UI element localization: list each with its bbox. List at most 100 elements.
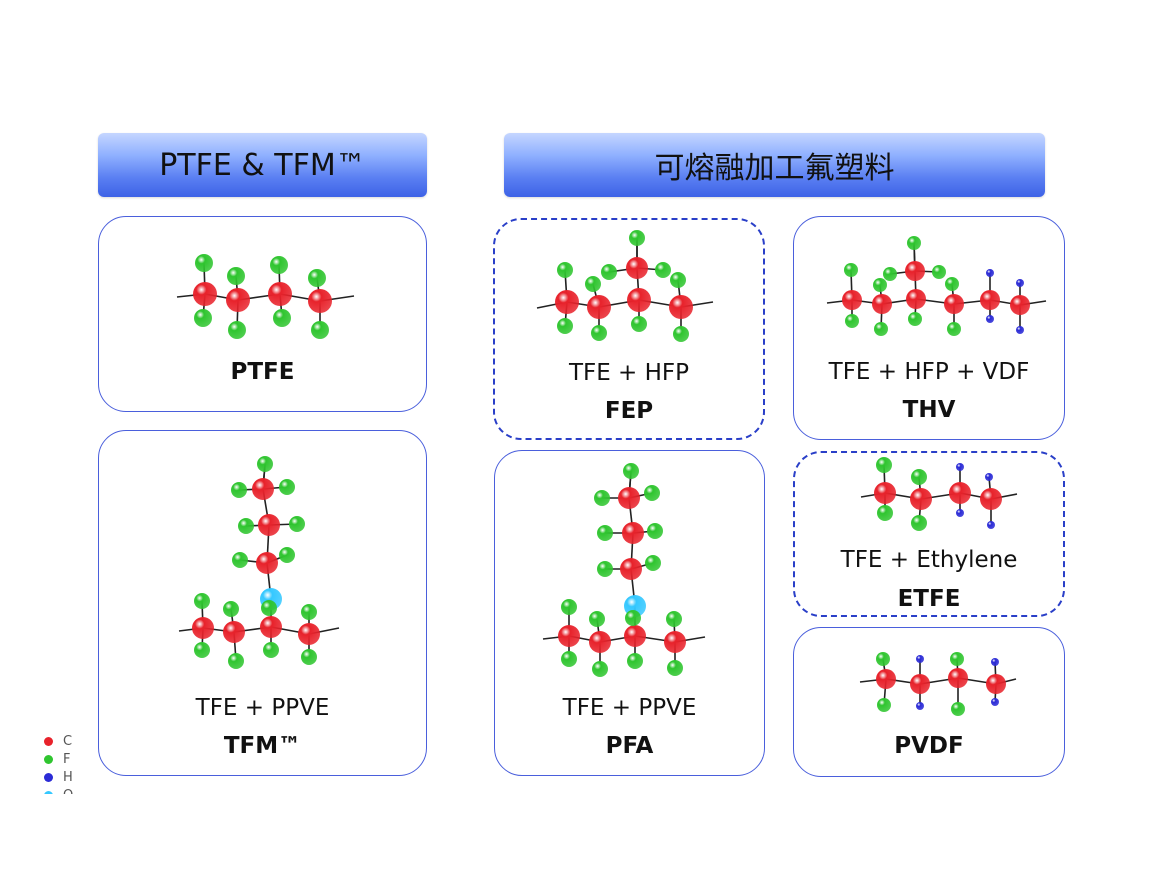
- carbon-atom: [669, 295, 693, 319]
- fluorine-atom: [631, 316, 647, 332]
- carbon-dot-icon: [44, 736, 53, 746]
- fluorine-atom: [589, 611, 605, 627]
- legend-carbon: C: [40, 732, 100, 750]
- fluorine-atom: [601, 264, 617, 280]
- carbon-atom: [980, 290, 1000, 310]
- atom-legend: C F H O: [40, 732, 100, 794]
- carbon-atom: [555, 290, 579, 314]
- fluorine-atom: [876, 457, 892, 473]
- fluorine-atom: [308, 269, 326, 287]
- fluorine-atom: [194, 593, 210, 609]
- fluorine-atom: [585, 276, 601, 292]
- fluorine-atom: [228, 653, 244, 669]
- fluorine-dot-icon: [44, 754, 53, 764]
- carbon-atom: [906, 289, 926, 309]
- hydrogen-atom: [986, 269, 994, 277]
- legend-hydrogen: H: [40, 768, 100, 786]
- fluorine-atom: [270, 256, 288, 274]
- fluorine-atom: [557, 318, 573, 334]
- carbon-atom: [308, 289, 332, 313]
- fluorine-atom: [228, 321, 246, 339]
- fluorine-atom: [845, 314, 859, 328]
- fluorine-atom: [289, 516, 305, 532]
- fluorine-atom: [647, 523, 663, 539]
- melt-processable-header: 可熔融加工氟塑料: [504, 133, 1045, 197]
- etfe-card: TFE + Ethylene ETFE: [793, 451, 1065, 617]
- fluorine-atom: [261, 600, 277, 616]
- carbon-atom: [620, 558, 642, 580]
- fluorine-atom: [877, 698, 891, 712]
- fluorine-atom: [301, 649, 317, 665]
- carbon-atom: [226, 288, 250, 312]
- fluorine-atom: [238, 518, 254, 534]
- carbon-atom: [944, 294, 964, 314]
- fluorine-atom: [950, 652, 964, 666]
- hydrogen-atom: [991, 658, 999, 666]
- carbon-atom: [626, 257, 648, 279]
- etfe-name: ETFE: [897, 586, 961, 612]
- ptfe-tfm-header-label: PTFE & TFM™: [159, 147, 366, 183]
- carbon-atom: [223, 621, 245, 643]
- ptfe-tfm-header: PTFE & TFM™: [98, 133, 427, 197]
- carbon-atom: [664, 631, 686, 653]
- fluorine-atom: [301, 604, 317, 620]
- fluorine-atom: [591, 325, 607, 341]
- hydrogen-atom: [986, 315, 994, 323]
- tfm-name: TFM™: [223, 733, 302, 759]
- fluorine-atom: [655, 262, 671, 278]
- fluorine-atom: [951, 702, 965, 716]
- carbon-atom: [587, 295, 611, 319]
- carbon-atom: [876, 669, 896, 689]
- fluorine-atom: [932, 265, 946, 279]
- fluorine-atom: [625, 610, 641, 626]
- carbon-atom: [624, 625, 646, 647]
- fluorine-atom: [263, 642, 279, 658]
- hydrogen-atom: [916, 655, 924, 663]
- legend-oxygen: O: [40, 786, 100, 794]
- fluorine-atom: [627, 653, 643, 669]
- carbon-atom: [986, 674, 1006, 694]
- carbon-atom: [298, 623, 320, 645]
- fluorine-atom: [223, 601, 239, 617]
- fluorine-atom: [673, 326, 689, 342]
- fluorine-atom: [592, 661, 608, 677]
- carbon-atom: [872, 294, 892, 314]
- pfa-name: PFA: [605, 733, 654, 759]
- fluorine-atom: [232, 552, 248, 568]
- hydrogen-dot-icon: [44, 772, 53, 782]
- carbon-atom: [1010, 295, 1030, 315]
- fluorine-atom: [945, 277, 959, 291]
- fluorine-atom: [874, 322, 888, 336]
- fluorine-atom: [561, 651, 577, 667]
- hydrogen-atom: [916, 702, 924, 710]
- carbon-atom: [627, 288, 651, 312]
- hydrogen-atom: [985, 473, 993, 481]
- pvdf-name: PVDF: [894, 733, 964, 759]
- fluorine-atom: [561, 599, 577, 615]
- fluorine-atom: [227, 267, 245, 285]
- hydrogen-atom: [1016, 279, 1024, 287]
- fluorine-atom: [883, 267, 897, 281]
- fluorine-atom: [645, 555, 661, 571]
- fluorine-atom: [594, 490, 610, 506]
- fep-name: FEP: [604, 398, 654, 424]
- hydrogen-atom: [991, 698, 999, 706]
- carbon-atom: [252, 478, 274, 500]
- fluorine-atom: [947, 322, 961, 336]
- pfa-card: TFE + PPVE PFA: [494, 450, 765, 776]
- fep-molecule: [536, 230, 714, 342]
- tfm-molecule: [178, 456, 340, 669]
- pfa-formula: TFE + PPVE: [562, 695, 697, 721]
- hydrogen-atom: [956, 463, 964, 471]
- oxygen-dot-icon: [44, 790, 53, 794]
- carbon-atom: [910, 488, 932, 510]
- carbon-atom: [589, 631, 611, 653]
- fluorine-atom: [907, 236, 921, 250]
- legend-fluorine: F: [40, 750, 100, 768]
- fluorine-atom: [231, 482, 247, 498]
- fluorine-atom: [195, 254, 213, 272]
- legend-fluorine-label: F: [63, 751, 71, 767]
- ptfe-molecule: [176, 254, 355, 339]
- carbon-atom: [260, 616, 282, 638]
- thv-card: TFE + HFP + VDF THV: [793, 216, 1065, 440]
